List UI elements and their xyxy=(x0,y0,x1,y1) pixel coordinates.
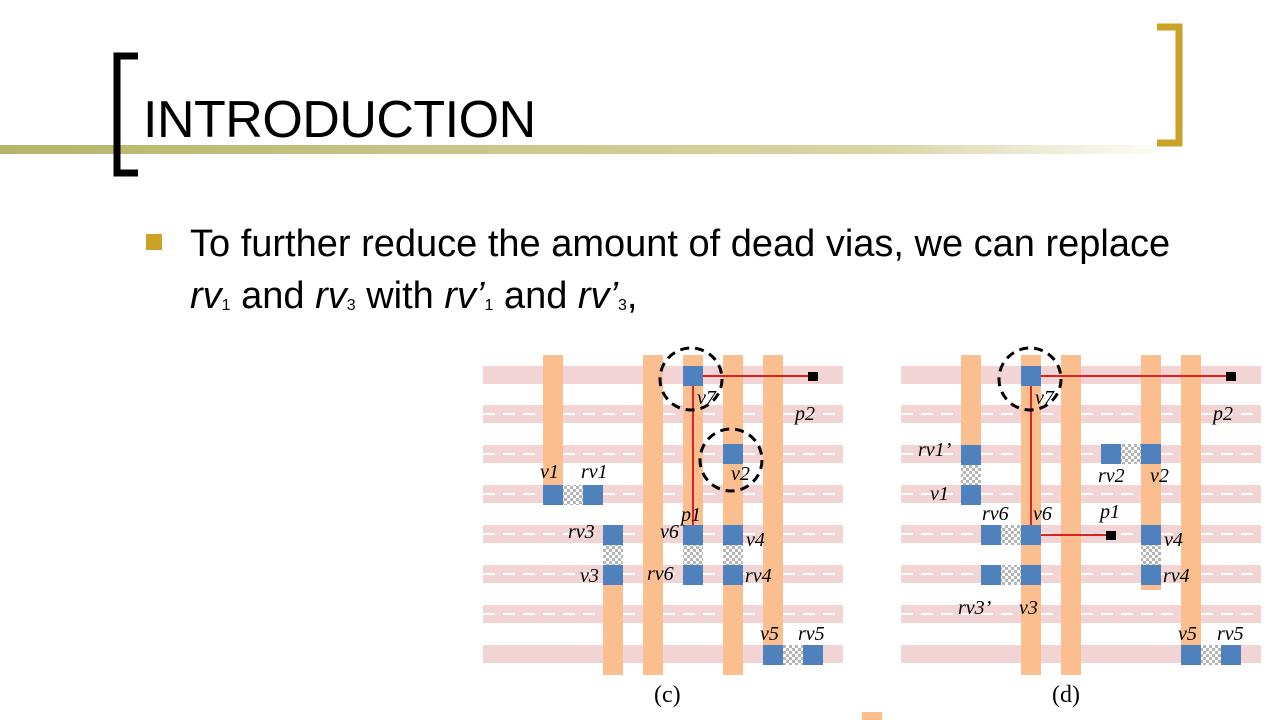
label-v7: v7 xyxy=(697,387,717,409)
label-rv1-prime: rv1’ xyxy=(918,439,952,461)
header-bar xyxy=(0,145,1180,154)
page-title: INTRODUCTION xyxy=(143,91,536,149)
caption-d: (d) xyxy=(1052,682,1080,708)
bullet-text: To further reduce the amount of dead via… xyxy=(190,223,1171,317)
label-rv4: rv4 xyxy=(745,565,772,587)
label-v5: v5 xyxy=(1178,623,1197,645)
label-v3: v3 xyxy=(580,565,599,587)
label-rv4: rv4 xyxy=(1163,565,1190,587)
metal-fragment xyxy=(862,712,882,720)
label-rv6: rv6 xyxy=(647,563,674,585)
label-p2: p2 xyxy=(1211,403,1233,425)
label-v1: v1 xyxy=(540,461,559,483)
label-v6: v6 xyxy=(1033,503,1052,525)
label-v4: v4 xyxy=(746,529,765,551)
label-v5: v5 xyxy=(760,623,779,645)
pin-p2 xyxy=(808,372,818,381)
label-v3: v3 xyxy=(1019,597,1038,619)
dead-via-circles xyxy=(997,346,1063,412)
bullet-marker xyxy=(146,234,162,250)
left-bracket xyxy=(113,52,138,177)
label-v2: v2 xyxy=(731,463,750,485)
label-v6: v6 xyxy=(660,521,679,543)
label-rv3-prime: rv3’ xyxy=(958,597,992,619)
vias xyxy=(543,366,823,665)
pin-p2 xyxy=(1226,372,1236,381)
figure-c: v7 p2 v2 v1 rv1 p1 rv3 v6 v4 v3 rv6 rv4 … xyxy=(483,346,843,708)
pin-p1 xyxy=(1106,531,1116,540)
figure-d: v7 p2 rv1’ rv2 v2 v1 rv6 v6 p1 v4 rv4 rv… xyxy=(901,346,1261,708)
label-v1: v1 xyxy=(930,483,949,505)
label-rv3: rv3 xyxy=(568,521,595,543)
label-v7: v7 xyxy=(1035,387,1055,409)
label-rv5: rv5 xyxy=(798,623,825,645)
label-p1: p1 xyxy=(1098,501,1120,523)
label-rv5: rv5 xyxy=(1217,623,1244,645)
right-bracket xyxy=(1157,23,1183,147)
vertical-metal xyxy=(543,355,783,675)
label-p2: p2 xyxy=(793,403,815,425)
label-rv6: rv6 xyxy=(982,503,1009,525)
vias xyxy=(961,366,1241,665)
label-v2: v2 xyxy=(1150,465,1169,487)
redundant-links xyxy=(961,444,1221,665)
dead-via-circles xyxy=(658,346,764,493)
label-rv2: rv2 xyxy=(1098,465,1125,487)
redundant-links xyxy=(563,485,803,665)
label-p1: p1 xyxy=(679,504,701,526)
label-rv1: rv1 xyxy=(581,461,608,483)
label-v4: v4 xyxy=(1164,529,1183,551)
caption-c: (c) xyxy=(654,682,681,708)
